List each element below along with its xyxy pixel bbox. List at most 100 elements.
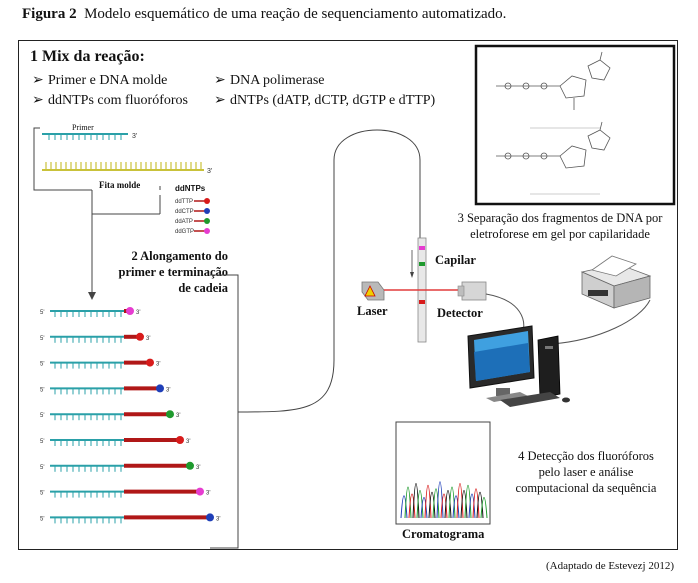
printer-icon [580,255,652,309]
bullet-arrow-icon: ➢ [32,93,44,108]
migration-arrowhead-icon [410,272,414,278]
bullet-ddntps: ➢ddNTPs com fluoróforos [32,93,188,108]
fragment-ticks [52,362,122,369]
figure-label: Figura 2 [22,6,77,22]
fragment-ticks [52,336,122,343]
nucleotide-structures-panel [474,44,676,206]
fragment-start-label: 5' [40,336,44,342]
mouse-icon [562,397,570,403]
fragment-row: 5' 3' [40,358,160,369]
ddntps-legend: ddNTPs ddTTP ddCTP ddATP ddGTP [175,184,210,235]
capillary-label: Capilar [435,253,476,267]
fragment-end-label: 3' [156,362,160,368]
fragment-start-label: 5' [40,516,44,522]
chromatogram-label: Cromatograma [402,527,485,541]
chromatogram-peak [424,484,432,519]
chromatogram-peak [476,492,484,519]
fragment-end-label: 3' [176,413,180,419]
chromatogram-peak [460,490,468,519]
fragment-start-label: 5' [40,491,44,497]
fragment-row: 5' 3' [40,332,150,343]
fragment-ticks [52,491,122,498]
fragment-end-label: 3' [196,465,200,471]
fragment-terminator [196,487,204,496]
fragment-row: 5' 3' [40,384,170,395]
fragment-list: 5'3'5'3'5'3'5'3'5'3'5'3'5'3'5'3'5'3' [40,307,220,524]
ddntp-marker-dot [204,208,210,214]
fragment-row: 5' 3' [40,513,220,524]
section3-label: 3 Separação dos fragmentos de DNA por el… [457,211,663,241]
fragment-end-label: 3' [186,439,190,445]
ddntp-marker-dot [204,218,210,224]
chromatogram-peak [472,488,480,519]
fragment-start-label: 5' [40,413,44,419]
bullet-primer-template: ➢Primer e DNA molde [32,73,168,88]
chromatogram-peak [448,486,456,519]
fragment-row: 5' 3' [40,487,210,498]
fragment-end-label: 3' [166,387,170,393]
detector-device [457,281,487,301]
ddntp-marker-dot [204,198,210,204]
template-label: Fita molde [99,180,141,190]
ddntps-title: ddNTPs [175,184,206,193]
bullet-arrow-icon: ➢ [32,73,44,88]
fragment-row: 5' 3' [40,436,190,446]
chromatogram-peak [416,490,424,519]
fragment-ticks [52,414,122,421]
fragment-end-label: 3' [216,516,220,522]
fragment-start-label: 5' [40,439,44,445]
laser-warning-icon [364,285,376,297]
bullet-dntps: ➢dNTPs (dATP, dCTP, dGTP e dTTP) [214,93,436,108]
chromatogram-peak [412,483,420,519]
fragment-ticks [52,465,122,472]
chromatogram-peak [480,497,488,519]
ddntp-item-label: ddTTP [175,199,193,205]
chromatogram-peak [428,492,436,519]
fragment-terminator [186,461,194,470]
chromatogram-peak [468,493,476,519]
ddntp-item-label: ddCTP [175,209,194,215]
fragment-terminator [126,307,134,315]
fragment-start-label: 5' [40,362,44,368]
chromatogram-peak [452,495,460,519]
fragment-terminator [166,410,174,419]
laser-device [361,281,462,301]
computer-icon [467,325,570,407]
fragment-ticks [52,440,122,446]
fragment-row: 5' 3' [40,410,180,421]
chromatogram-panel [395,421,491,525]
source-credit: (Adaptado de Estevezj 2012) [546,560,674,572]
fragment-terminator [156,384,164,393]
fragment-ticks [52,517,122,524]
chromatogram-peak [464,484,472,519]
fragment-start-label: 5' [40,465,44,471]
section4-label: 4 Detecção dos fluoróforos pelo laser e … [515,449,657,495]
figure-caption-text: Modelo esquemático de uma reação de sequ… [84,6,507,22]
chromatogram-peak [420,497,428,519]
ddntp-item-label: ddGTP [175,229,194,235]
fragment-start-label: 5' [40,387,44,393]
section1-title: 1 Mix da reação: [30,48,145,65]
detector-label: Detector [437,306,483,320]
primer-label: Primer [72,123,94,132]
laser-label: Laser [357,304,388,318]
fragment-row: 5' 3' [40,461,200,472]
fragment-end-label: 3' [146,336,150,342]
fragment-end-label: 3' [206,491,210,497]
printer-cable [551,299,651,345]
template-end-label: 3' [207,168,212,175]
mix-bracket [33,127,161,300]
template-strand: 3' [42,162,212,175]
ddntp-structure [496,121,611,169]
dntp-structure [496,51,611,110]
figure-caption: Figura 2 Modelo esquemático de uma reaçã… [22,6,506,23]
chromatogram-peak [456,483,464,519]
fragments-bracket [210,129,421,549]
bullet-arrow-icon: ➢ [214,73,226,88]
fragment-terminator [176,436,184,444]
fragment-end-label: 3' [136,310,140,316]
fragment-ticks [52,388,122,395]
chromatogram-peak [400,495,408,519]
keyboard-icon [500,392,560,407]
